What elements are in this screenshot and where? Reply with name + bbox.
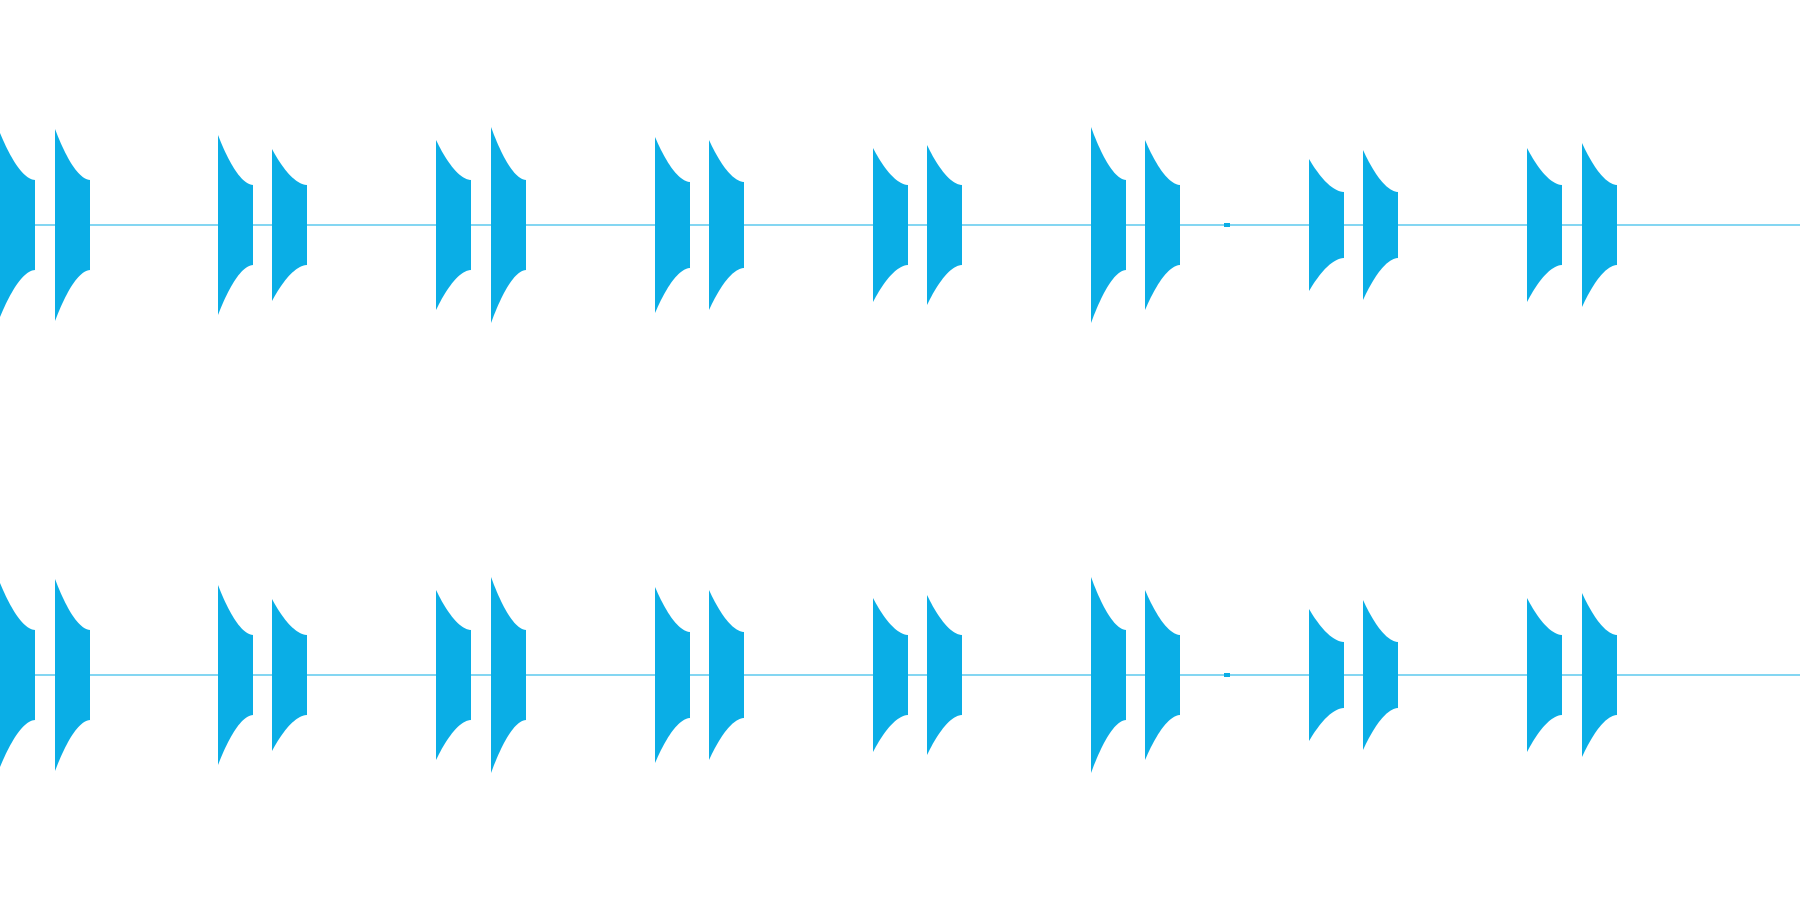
- waveform-burst: [0, 583, 35, 767]
- waveform-burst: [272, 149, 307, 301]
- waveform-burst: [272, 599, 307, 751]
- waveform-burst: [709, 140, 744, 310]
- waveform-burst: [1527, 598, 1562, 752]
- waveform-burst: [1145, 140, 1180, 310]
- waveform-burst: [491, 127, 526, 323]
- waveform-burst: [491, 577, 526, 773]
- waveform-burst: [55, 129, 90, 321]
- waveform-blip: [1224, 673, 1230, 677]
- waveform-burst: [927, 595, 962, 755]
- waveform-burst: [1145, 590, 1180, 760]
- waveform-burst: [655, 137, 690, 313]
- waveform-burst: [655, 587, 690, 763]
- waveform-burst: [873, 148, 908, 302]
- waveform-burst: [927, 145, 962, 305]
- waveform-burst: [1091, 127, 1126, 323]
- waveform-burst: [1582, 593, 1617, 757]
- waveform-burst: [218, 135, 253, 315]
- channel-2-track[interactable]: [0, 577, 1800, 773]
- waveform-burst: [436, 140, 471, 310]
- waveform-burst: [1309, 609, 1344, 741]
- waveform-burst: [1363, 600, 1398, 750]
- waveform-burst: [1582, 143, 1617, 307]
- channel-1-track[interactable]: [0, 127, 1800, 323]
- waveform-burst: [873, 598, 908, 752]
- waveform-burst: [1527, 148, 1562, 302]
- waveform-burst: [55, 579, 90, 771]
- waveform-blip: [1224, 223, 1230, 227]
- waveform-burst: [1091, 577, 1126, 773]
- waveform-burst: [436, 590, 471, 760]
- waveform-burst: [1309, 159, 1344, 291]
- waveform-burst: [1363, 150, 1398, 300]
- waveform-burst: [218, 585, 253, 765]
- waveform-burst: [0, 133, 35, 317]
- waveform-burst: [709, 590, 744, 760]
